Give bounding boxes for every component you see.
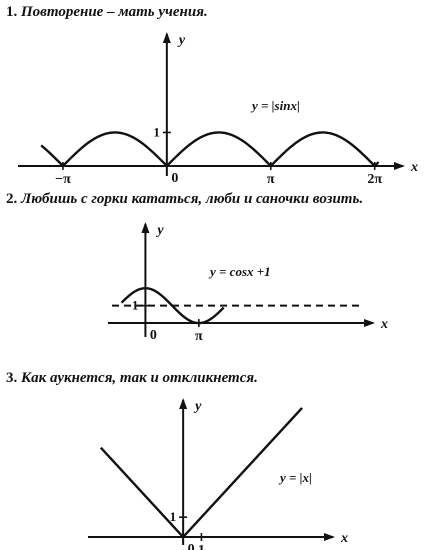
plot-abs-sin: x y 0 y = |sinx| −π π 2π 1	[18, 32, 418, 187]
origin-label: 0	[171, 171, 178, 186]
x-tick-label: −π	[55, 172, 71, 187]
x-axis-arrow	[394, 161, 405, 170]
series-label: y = cosx +1	[208, 264, 271, 279]
x-tick-label: π	[267, 172, 275, 187]
y-axis-label: y	[177, 33, 186, 48]
series-curve	[99, 407, 303, 539]
y-axis-arrow	[162, 32, 171, 43]
series-label: y = |sinx|	[250, 98, 300, 113]
heading-3: 3. Как аукнется, так и откликнется.	[6, 370, 258, 386]
x-tick-label: 2π	[367, 172, 382, 187]
x-axis-label: x	[340, 531, 348, 546]
series-label: y = |x|	[278, 470, 312, 485]
plot-abs-x: x y 0 y = |x| 1 1	[88, 398, 348, 550]
series-curve	[40, 131, 380, 168]
x-tick-label: π	[195, 329, 203, 344]
x-axis-arrow	[324, 533, 335, 542]
x-axis-label: x	[380, 317, 388, 332]
x-axis-arrow	[364, 319, 375, 328]
y-axis-arrow	[141, 222, 150, 233]
y-tick-label: 1	[153, 124, 160, 139]
plot-cos-plus-one: x y 0 y = cosx +1 π 1	[108, 222, 388, 344]
heading-1: 1. Повторение – мать учения.	[6, 4, 208, 20]
y-tick-label: 1	[132, 298, 139, 313]
x-tick-label: 1	[198, 543, 205, 550]
y-tick-label: 1	[170, 509, 177, 524]
origin-label: 0	[188, 542, 195, 550]
heading-2: 2. Любишь с горки кататься, люби и саноч…	[6, 191, 364, 207]
y-axis-label: y	[193, 399, 202, 414]
series-curve	[120, 287, 225, 325]
origin-label: 0	[150, 328, 157, 343]
x-axis-label: x	[410, 160, 418, 175]
y-axis-label: y	[155, 223, 164, 238]
y-axis-arrow	[179, 398, 188, 409]
